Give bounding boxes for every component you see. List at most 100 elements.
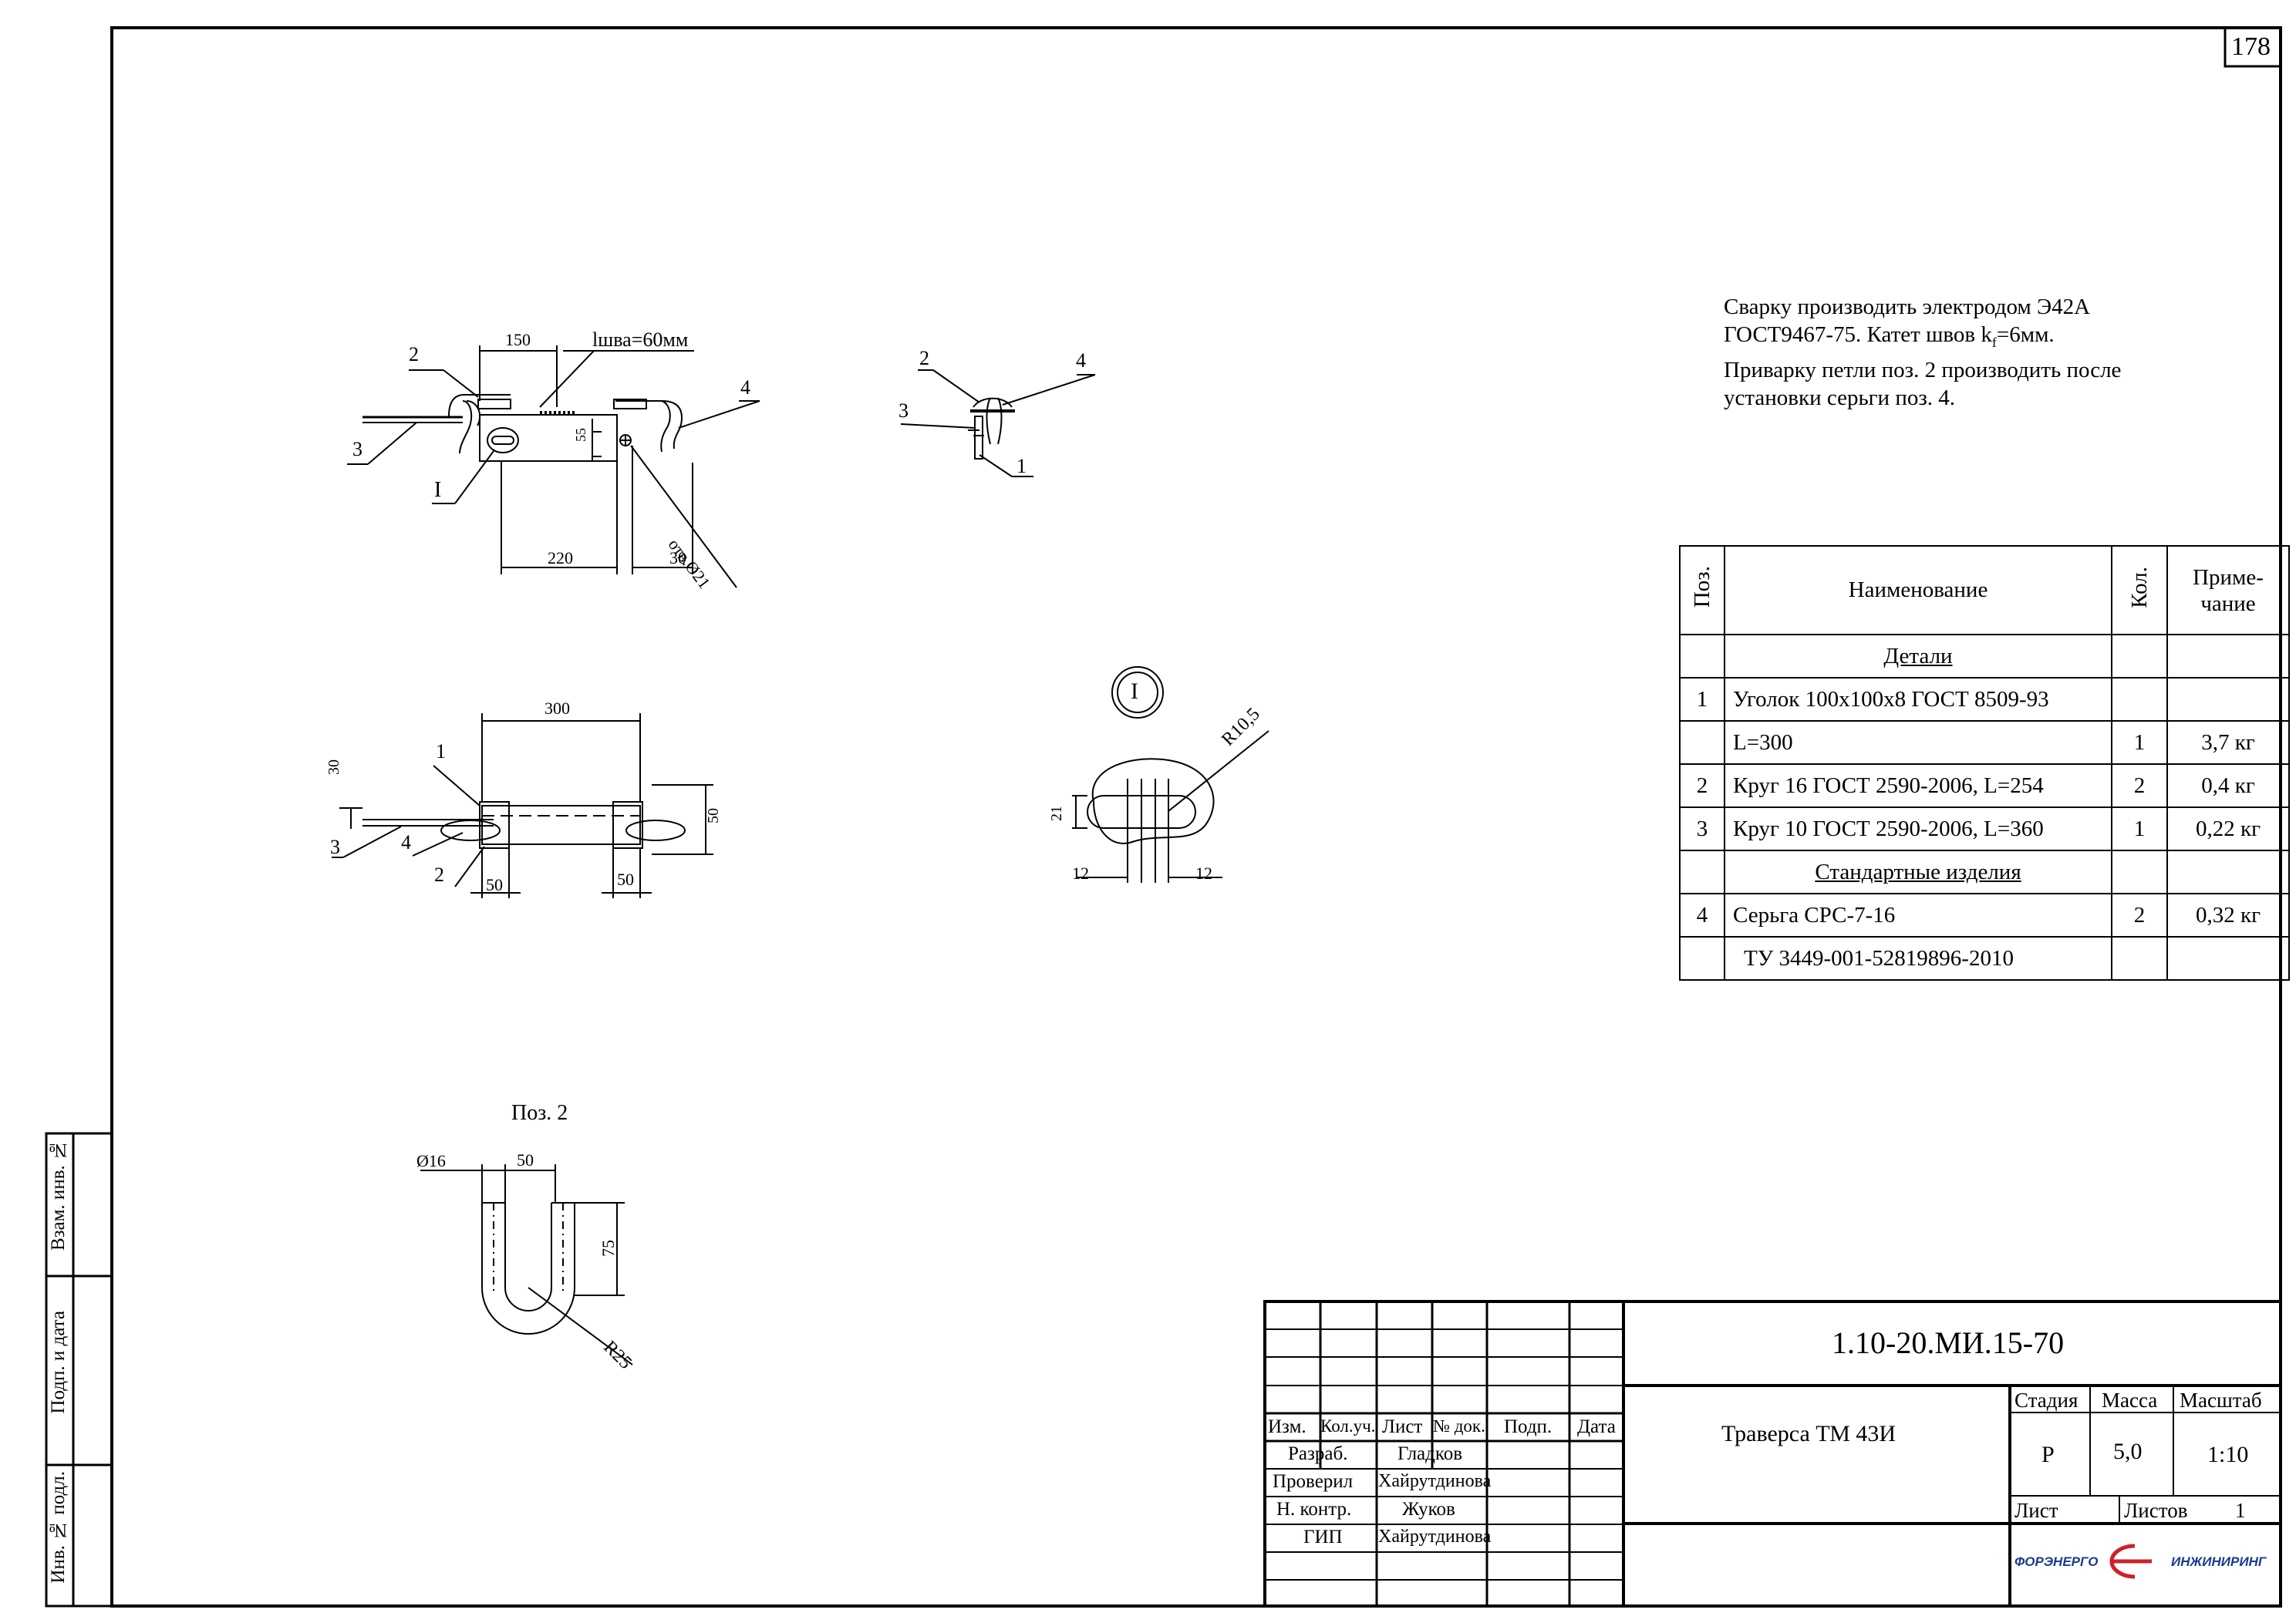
spec-note: 0,4 кг [2166,763,2290,808]
spec-note [2166,936,2290,981]
sheet-number: 178 [2231,32,2271,61]
strip-inv: Инв. № подл. [48,1471,69,1584]
dim-150: 150 [505,330,531,349]
role-label: Проверил [1273,1471,1354,1492]
spec-name: L=300 [1724,720,2112,765]
diameter-label: Ø16 [416,1151,446,1170]
pos-marker: 3 [352,438,362,460]
note-text: =6мм. [1996,322,2055,347]
spec-name: Серьга СРС-7-16 [1724,893,2112,938]
strip-podp: Подп. и дата [48,1311,69,1414]
spec-section-standard: Стандартные изделия [1724,850,2112,894]
pos-marker: 4 [740,376,750,399]
strip-vzam: Взам. инв. № [48,1140,69,1251]
role-label: ГИП [1303,1527,1343,1547]
spec-pos: 3 [1679,806,1725,851]
role-label: Н. контр. [1276,1499,1352,1520]
dim-12: 12 [1195,864,1212,883]
spec-header-pos: Поз. [1689,566,1714,608]
spec-header-row: Поз. Наименование Кол. Приме-чание [1679,545,2290,635]
spec-qty: 1 [2111,720,2168,765]
spec-name: ТУ 3449-001-52819896-2010 [1724,936,2112,981]
spec-qty: 1 [2111,806,2168,851]
spec-section-row: Детали [1679,634,2290,678]
dim-50: 50 [517,1150,534,1170]
pos-marker: 4 [1076,349,1086,372]
note-line: Приварку петли поз. 2 производить после [1724,357,2122,382]
pos-marker: 2 [919,347,929,369]
note-subscript: f [1991,334,1997,350]
spec-header-name: Наименование [1724,545,2112,635]
massa-value: 5,0 [2113,1439,2143,1464]
pos-marker: 1 [436,740,446,763]
dim-21: 21 [1048,806,1065,821]
note-text: ГОСТ9467-75. Катет швов k [1724,322,1992,347]
col-ndok: № док. [1433,1416,1485,1436]
document-title: Траверса ТМ 43И [1721,1421,1896,1446]
spec-qty: 2 [2111,763,2168,808]
note-line: ГОСТ9467-75. Катет швов kf=6мм. [1724,321,2121,356]
logo-mark [2109,1544,2152,1579]
pos-marker: 4 [401,831,411,854]
plan-view-geometry [332,713,713,898]
spec-pos [1679,936,1725,981]
listov-label: Листов [2124,1499,2188,1522]
spec-pos [1679,720,1725,765]
document-code: 1.10-20.МИ.15-70 [1832,1325,2065,1360]
table-row: 1 Уголок 100х100х8 ГОСТ 8509-93 [1679,677,2290,722]
spec-header-qty: Кол. [2126,566,2152,608]
dim-55: 55 [573,428,588,442]
table-row: 2 Круг 16 ГОСТ 2590-2006, L=254 2 0,4 кг [1679,763,2290,808]
spec-name: Круг 10 ГОСТ 2590-2006, L=360 [1724,806,2112,851]
table-row: ТУ 3449-001-52819896-2010 [1679,936,2290,981]
pos-marker: 1 [1017,455,1027,477]
callout-i: I [434,478,442,502]
top-view-geometry [347,345,760,588]
weld-length-label: lшва=60мм [592,328,689,351]
spec-note: 0,32 кг [2166,893,2290,938]
role-name: Хайрутдинова [1378,1527,1492,1547]
stadia-value: Р [2041,1442,2055,1467]
col-list: Лист [1382,1416,1423,1437]
col-podp: Подп. [1504,1416,1553,1437]
dim-12: 12 [1072,864,1089,883]
technical-notes: Сварку производить электродом Э42А ГОСТ9… [1724,293,2121,412]
role-name: Жуков [1402,1499,1455,1520]
dim-30: 30 [325,759,342,775]
masshtab-label: Масштаб [2180,1389,2262,1412]
col-izm: Изм. [1268,1416,1306,1437]
dim-75: 75 [598,1240,618,1257]
dim-50: 50 [705,808,722,823]
logo-text-right: ИНЖИНИРИНГ [2171,1554,2267,1569]
dim-220: 220 [548,548,573,567]
spec-qty: 2 [2111,893,2168,938]
spec-note [2166,677,2290,722]
spec-header-note: Приме-чание [2166,545,2290,635]
col-data: Дата [1577,1416,1616,1437]
spec-note: 0,22 кг [2166,806,2290,851]
role-name: Гладков [1397,1443,1463,1464]
role-name: Хайрутдинова [1378,1471,1492,1491]
side-view-geometry [900,369,1096,477]
spec-section-details: Детали [1724,634,2112,678]
table-row: 4 Серьга СРС-7-16 2 0,32 кг [1679,893,2290,938]
spec-section-row: Стандартные изделия [1679,850,2290,894]
pos-marker: 2 [434,864,444,886]
listov-value: 1 [2235,1499,2246,1522]
spec-header-note-2: чание [2200,591,2256,616]
pos-marker: 3 [899,399,909,422]
stadia-label: Стадия [2014,1389,2079,1412]
role-label: Разраб. [1288,1443,1348,1464]
spec-name: Круг 16 ГОСТ 2590-2006, L=254 [1724,763,2112,808]
pos2-geometry [420,1164,633,1365]
pos2-title: Поз. 2 [511,1101,568,1125]
dim-300: 300 [544,699,570,718]
spec-pos: 1 [1679,677,1725,722]
spec-header-note-1: Приме- [2193,564,2264,590]
list-label: Лист [2014,1499,2058,1522]
note-line: Сварку производить электродом Э42А [1724,295,2091,319]
detail-i-marker: I [1131,678,1138,704]
masshtab-value: 1:10 [2207,1442,2249,1467]
dim-30: 30 [669,548,686,567]
